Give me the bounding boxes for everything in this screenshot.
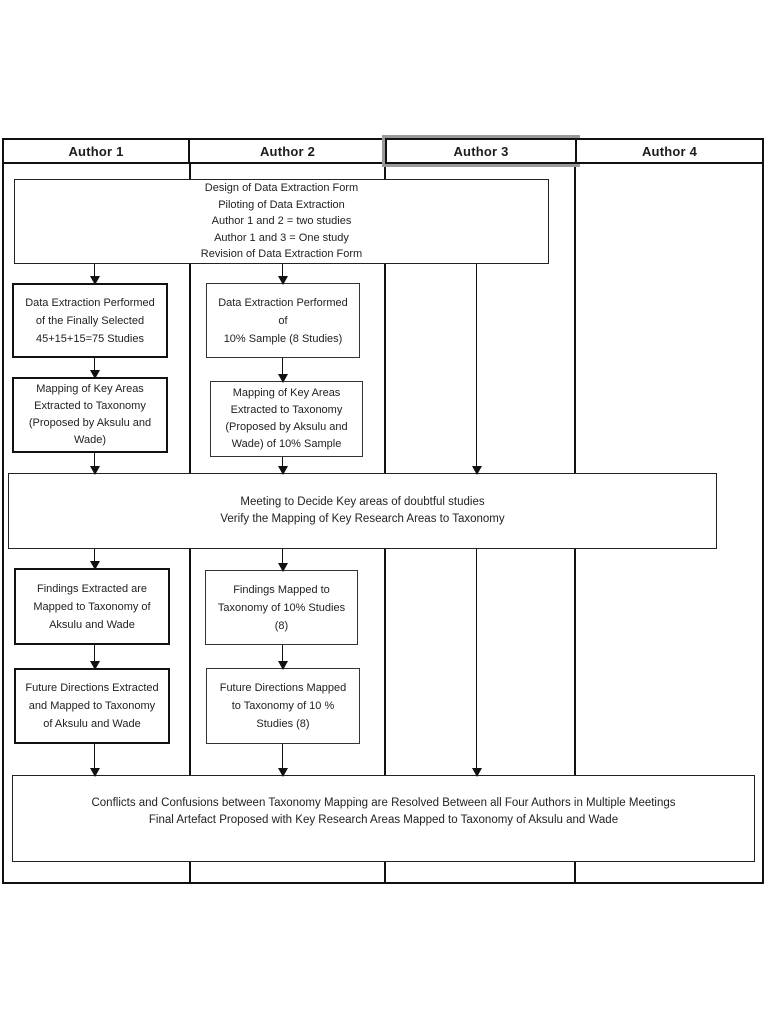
flow-arrow bbox=[89, 264, 100, 285]
flow-arrow bbox=[89, 358, 100, 379]
flow-arrow bbox=[277, 457, 288, 475]
node-text-line: Findings Extracted are bbox=[36, 582, 148, 595]
node-text-line: Mapping of Key Areas bbox=[232, 387, 341, 399]
node-text-line: Conflicts and Confusions between Taxonom… bbox=[91, 797, 676, 809]
flow-arrow bbox=[277, 264, 288, 285]
node-a2-future-directions: Future Directions Mapped to Taxonomy of 1… bbox=[206, 668, 360, 744]
node-a2-data-extraction: Data Extraction Performed of 10% Sample (8… bbox=[206, 283, 360, 358]
flow-arrow bbox=[277, 744, 288, 777]
node-text-line: to Taxonomy of 10 % bbox=[231, 700, 335, 712]
flow-arrow bbox=[471, 264, 482, 475]
node-text-line: Studies (8) bbox=[256, 718, 310, 730]
flow-arrow bbox=[277, 549, 288, 572]
node-text-line: of bbox=[278, 314, 288, 327]
flow-arrow bbox=[89, 549, 100, 570]
node-text-line: (8) bbox=[274, 619, 289, 632]
node-text-line: Revision of Data Extraction Form bbox=[200, 248, 363, 261]
node-text-line: Future Directions Mapped bbox=[219, 682, 347, 694]
flow-arrow bbox=[89, 744, 100, 777]
node-text-line: of the Finally Selected bbox=[35, 314, 145, 327]
lane-header-label: Author 2 bbox=[259, 143, 316, 159]
node-text-line: (Proposed by Aksulu and bbox=[225, 421, 348, 433]
node-text-line: Aksulu and Wade bbox=[49, 618, 135, 631]
flow-arrow bbox=[89, 453, 100, 475]
lane-header-author-1: Author 1 bbox=[2, 138, 190, 164]
flow-arrow bbox=[471, 549, 482, 777]
node-text-line: Meeting to Decide Key areas of doubtful … bbox=[240, 495, 485, 508]
node-text-line: and Mapped to Taxonomy bbox=[28, 700, 156, 712]
node-text-line: Final Artefact Proposed with Key Researc… bbox=[148, 814, 619, 826]
flow-arrow bbox=[89, 645, 100, 670]
node-text-line: 45+15+15=75 Studies bbox=[36, 332, 144, 345]
node-text-line: Piloting of Data Extraction bbox=[218, 198, 345, 211]
node-text-line: (Proposed by Aksulu and bbox=[28, 417, 152, 429]
node-a2-findings-mapped: Findings Mapped to Taxonomy of 10% Studie… bbox=[205, 570, 358, 645]
node-text-line: Wade) of 10% Sample bbox=[231, 438, 342, 450]
node-a1-future-directions: Future Directions Extracted and Mapped to… bbox=[14, 668, 170, 744]
lane-header-author-2: Author 2 bbox=[188, 138, 387, 164]
lane-header-label: Author 3 bbox=[453, 143, 509, 159]
node-text-line: of Aksulu and Wade bbox=[43, 718, 141, 730]
node-text-line: 10% Sample (8 Studies) bbox=[223, 332, 343, 345]
node-a1-data-extraction: Data Extraction Performed of the Finally … bbox=[12, 283, 168, 358]
node-text-line: Data Extraction Performed bbox=[25, 296, 155, 309]
node-text-line: Author 1 and 3 = One study bbox=[214, 231, 349, 244]
node-text-line: Taxonomy of 10% Studies bbox=[217, 601, 346, 614]
flow-arrow bbox=[277, 645, 288, 670]
node-text-line: Design of Data Extraction Form bbox=[204, 182, 359, 195]
node-text-line: Data Extraction Performed bbox=[218, 296, 348, 309]
node-final-resolution: Conflicts and Confusions between Taxonom… bbox=[12, 775, 755, 862]
node-text-line: Author 1 and 2 = two studies bbox=[211, 215, 352, 228]
lane-header-author-4: Author 4 bbox=[575, 138, 764, 164]
node-text-line: Extracted to Taxonomy bbox=[230, 404, 343, 416]
node-text-line: Verify the Mapping of Key Research Areas… bbox=[220, 513, 505, 525]
node-text-line: Extracted to Taxonomy bbox=[34, 400, 146, 412]
lane-header-author-3: Author 3 bbox=[385, 138, 577, 164]
lane-header-label: Author 4 bbox=[641, 143, 698, 159]
lane-header-label: Author 1 bbox=[68, 143, 124, 159]
node-text-line: Future Directions Extracted bbox=[25, 682, 159, 694]
node-text-line: Mapped to Taxonomy of bbox=[33, 600, 151, 613]
node-text-line: Mapping of Key Areas bbox=[36, 383, 144, 395]
node-text-line: Wade) bbox=[74, 434, 106, 446]
node-meeting-verify-mapping: Meeting to Decide Key areas of doubtful … bbox=[8, 473, 717, 549]
flow-arrow bbox=[277, 358, 288, 383]
node-text-line: Findings Mapped to bbox=[233, 583, 330, 596]
